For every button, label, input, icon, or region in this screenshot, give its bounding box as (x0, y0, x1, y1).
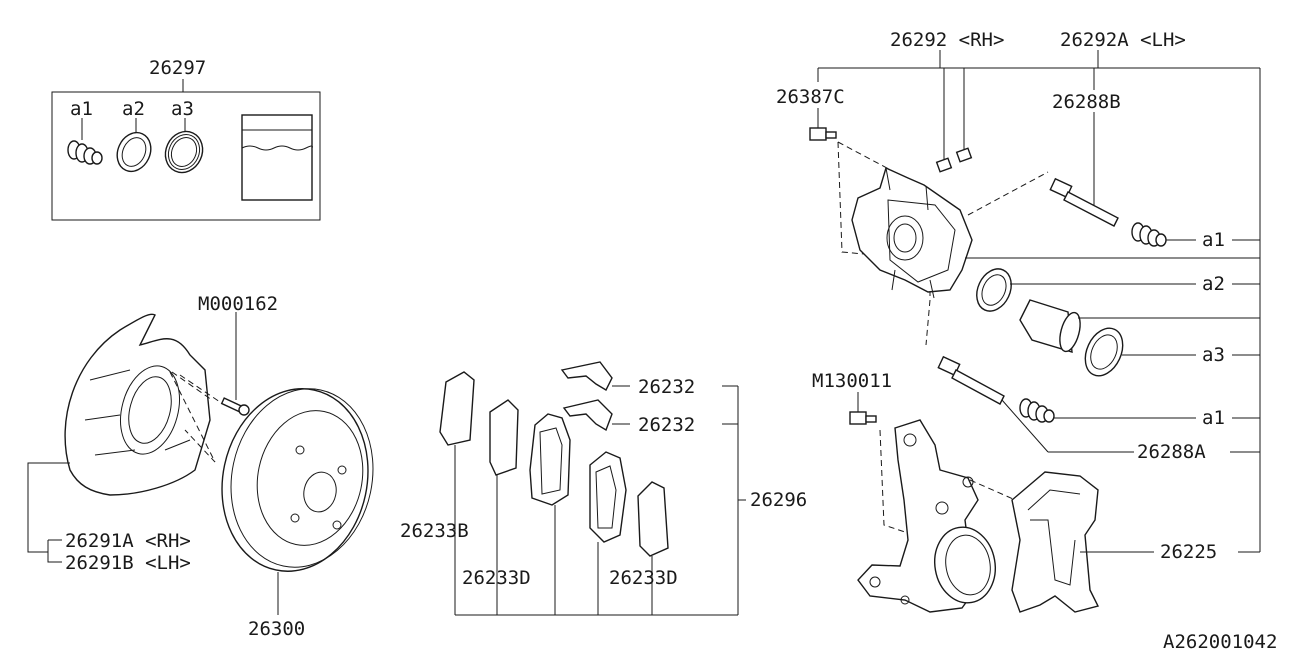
label-caliper-rh: 26292 <RH> (890, 29, 1004, 51)
label-shim-d2: 26233D (609, 567, 678, 589)
caliper-boot-bottom-icon (1019, 398, 1196, 423)
grease-packet-icon (241, 114, 313, 201)
guide-pin-a-icon (937, 355, 1134, 453)
piston-icon (1019, 299, 1260, 353)
label-clip-lower: 26232 (638, 414, 695, 436)
label-ref-a1-top: a1 (1202, 229, 1225, 251)
label-pin-b: 26288B (1052, 91, 1121, 113)
label-shield-lh: 26291B <LH> (65, 552, 191, 574)
label-pad-kit: 26296 (750, 489, 807, 511)
caliper-boot-top-icon (1131, 222, 1196, 247)
rotor-group (221, 388, 374, 615)
label-ref-a1-bottom: a1 (1202, 407, 1225, 429)
shim-d2-icon (637, 481, 669, 557)
dust-shield-group (27, 312, 250, 563)
label-bleeder: 26387C (776, 86, 845, 108)
boot-icon (67, 118, 103, 165)
pad-group (439, 361, 746, 616)
diagram-id: A262001042 (1163, 631, 1277, 653)
caliper-group (809, 50, 1261, 552)
shield-bolt-icon (179, 312, 250, 416)
dust-shield-icon (64, 313, 211, 496)
label-rotor: 26300 (248, 618, 305, 640)
label-shim-b: 26233B (400, 520, 469, 542)
caliper-seal-icon (976, 268, 1196, 312)
caliper-body-icon (851, 167, 973, 293)
pad-clip-lower-icon (562, 399, 630, 432)
piston-seal-icon (116, 118, 152, 173)
caliper-bracket-icon (1011, 471, 1100, 613)
label-ref-a3: a3 (1202, 344, 1225, 366)
brake-rotor-icon (221, 388, 369, 572)
shim-b-icon (439, 371, 475, 446)
label-bracket-bolt: M130011 (812, 370, 892, 392)
label-shim-d1: 26233D (462, 567, 531, 589)
caliper-dust-boot-icon (1084, 327, 1196, 377)
label-bracket: 26225 (1160, 541, 1217, 563)
label-pin-a: 26288A (1137, 441, 1206, 463)
label-shield-bolt: M000162 (198, 293, 278, 315)
label-shield-rh: 26291A <RH> (65, 530, 191, 552)
seal-kit-group (51, 79, 321, 221)
dust-boot-icon (164, 118, 204, 174)
guide-pin-b-icon (1049, 177, 1119, 227)
knuckle-group (849, 392, 1260, 613)
label-clip-upper: 26232 (638, 376, 695, 398)
label-ref-a2: a2 (1202, 273, 1225, 295)
pad-clip-upper-icon (560, 361, 630, 391)
bracket-bolt-icon (849, 411, 877, 425)
label-kit-a2: a2 (122, 98, 145, 120)
brake-pad-outer-icon (589, 451, 627, 543)
shim-d1-icon (489, 399, 519, 476)
seal-kit-box (51, 91, 321, 221)
label-seal-kit: 26297 (149, 57, 206, 79)
bleeder-screw-icon (809, 127, 837, 141)
brake-pad-inner-icon (529, 413, 571, 506)
label-kit-a3: a3 (171, 98, 194, 120)
label-caliper-lh: 26292A <LH> (1060, 29, 1186, 51)
label-kit-a1: a1 (70, 98, 93, 120)
